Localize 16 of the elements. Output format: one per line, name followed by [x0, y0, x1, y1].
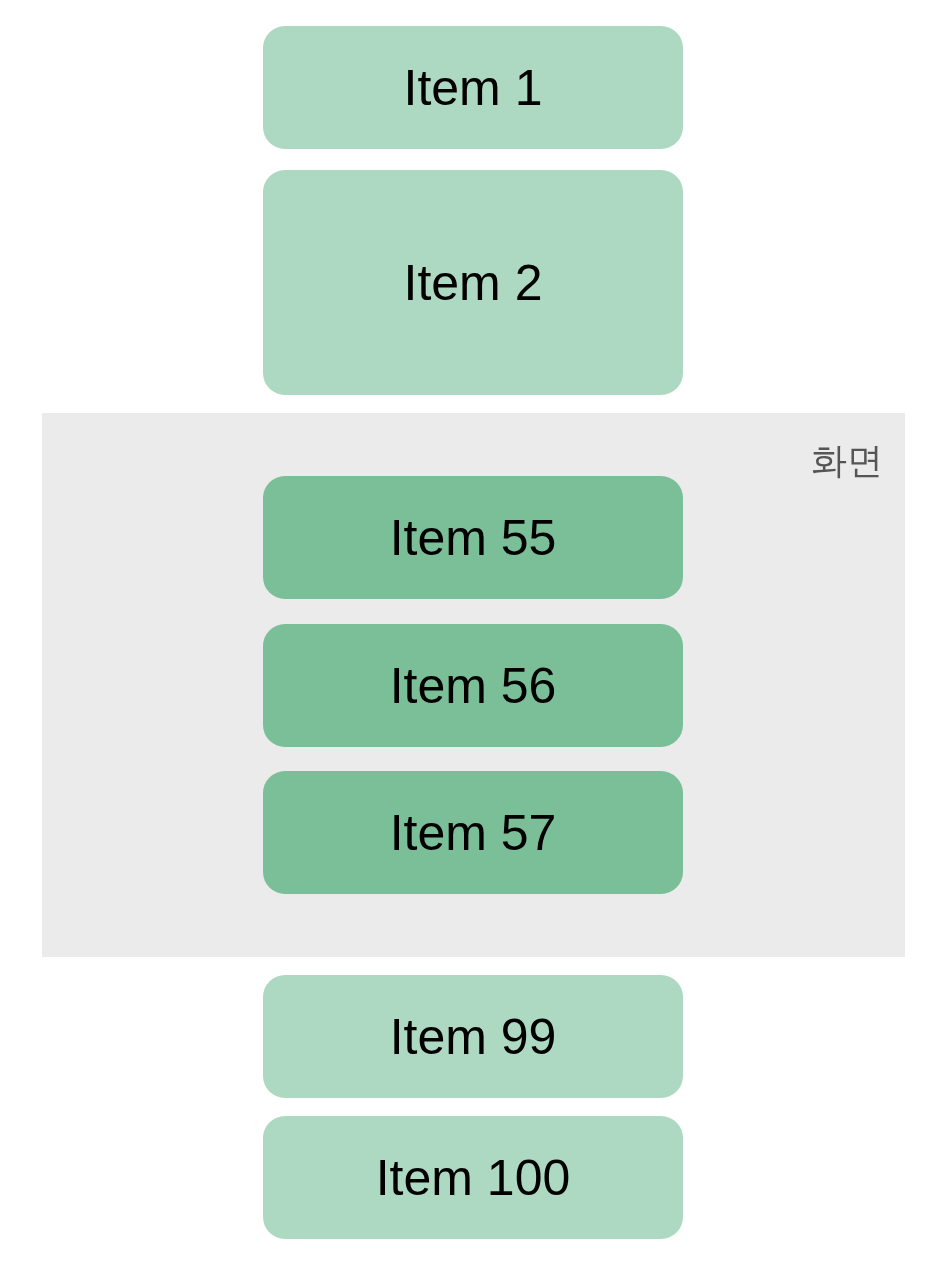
item-label: Item 57 [389, 803, 557, 862]
item-label: Item 2 [403, 253, 543, 312]
item-label: Item 1 [403, 58, 543, 117]
list-item-card [263, 476, 683, 599]
list-item-card [263, 771, 683, 894]
item-label: Item 99 [389, 1007, 557, 1066]
list-item-card [263, 1116, 683, 1239]
item-label: Item 55 [389, 508, 557, 567]
viewport-panel [42, 413, 905, 957]
list-item-card [263, 170, 683, 395]
item-label: Item 56 [389, 656, 557, 715]
list-item-card [263, 624, 683, 747]
list-item-card [263, 26, 683, 149]
viewport-label: 화면 [811, 439, 883, 483]
item-label: Item 100 [375, 1148, 571, 1207]
list-item-card [263, 975, 683, 1098]
